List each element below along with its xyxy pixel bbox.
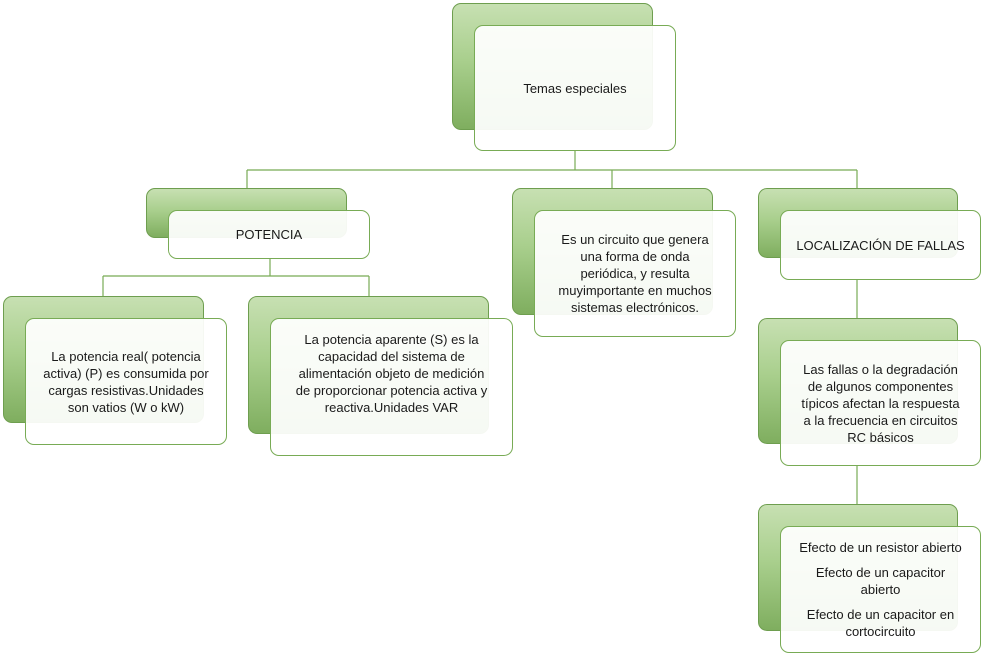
fallas-detail-line: a la frecuencia en circuitos: [803, 412, 958, 428]
potencia-real-line: son vatios (W o kW): [67, 399, 185, 415]
efecto-line: Efecto de un resistor abierto: [799, 540, 962, 555]
fallas-detail-node: Las fallas o la degradación de algunos c…: [780, 340, 981, 466]
fallas-detail-line: Las fallas o la degradación: [803, 361, 958, 377]
potencia-real-line: activa) (P) es consumida por: [43, 365, 209, 381]
potencia-aparente-line: capacidad del sistema de: [318, 349, 465, 364]
root-node-label: Temas especiales: [523, 80, 627, 96]
efecto-line: Efecto de un capacitor en: [806, 607, 955, 622]
potencia-real-line: La potencia real( potencia: [51, 348, 201, 364]
potencia-aparente-line: La potencia aparente (S) es la: [304, 332, 479, 347]
circuito-line: sistemas electrónicos.: [571, 300, 699, 315]
circuito-node: Es un circuito que genera una forma de o…: [534, 210, 736, 337]
potencia-node-label: POTENCIA: [235, 227, 303, 242]
potencia-real-line: cargas resistivas.Unidades: [48, 382, 204, 398]
fallas-detail-line: RC básicos: [847, 429, 914, 445]
fallas-detail-line: de algunos componentes: [807, 378, 954, 394]
potencia-real-node: La potencia real( potencia activa) (P) e…: [25, 318, 227, 445]
circuito-line: muyimportante en muchos: [558, 283, 712, 298]
potencia-aparente-node: La potencia aparente (S) es la capacidad…: [270, 318, 513, 456]
efectos-node: Efecto de un resistor abierto Efecto de …: [780, 526, 981, 653]
circuito-line: una forma de onda: [580, 249, 690, 264]
potencia-aparente-line: alimentación objeto de medición: [298, 366, 485, 381]
circuito-line: periódica, y resulta: [580, 266, 690, 281]
fallas-node: LOCALIZACIÓN DE FALLAS: [780, 210, 981, 280]
fallas-node-label: LOCALIZACIÓN DE FALLAS: [796, 237, 965, 253]
potencia-node: POTENCIA: [168, 210, 370, 259]
potencia-aparente-line: reactiva.Unidades VAR: [324, 400, 459, 415]
circuito-line: Es un circuito que genera: [561, 232, 709, 247]
efecto-line: Efecto de un capacitor: [815, 565, 946, 580]
efecto-line: abierto: [860, 582, 901, 597]
root-node: Temas especiales: [474, 25, 676, 151]
potencia-aparente-line: de proporcionar potencia activa y: [295, 383, 488, 398]
fallas-detail-line: típicos afectan la respuesta: [801, 395, 960, 411]
efecto-line: cortocircuito: [845, 624, 916, 639]
